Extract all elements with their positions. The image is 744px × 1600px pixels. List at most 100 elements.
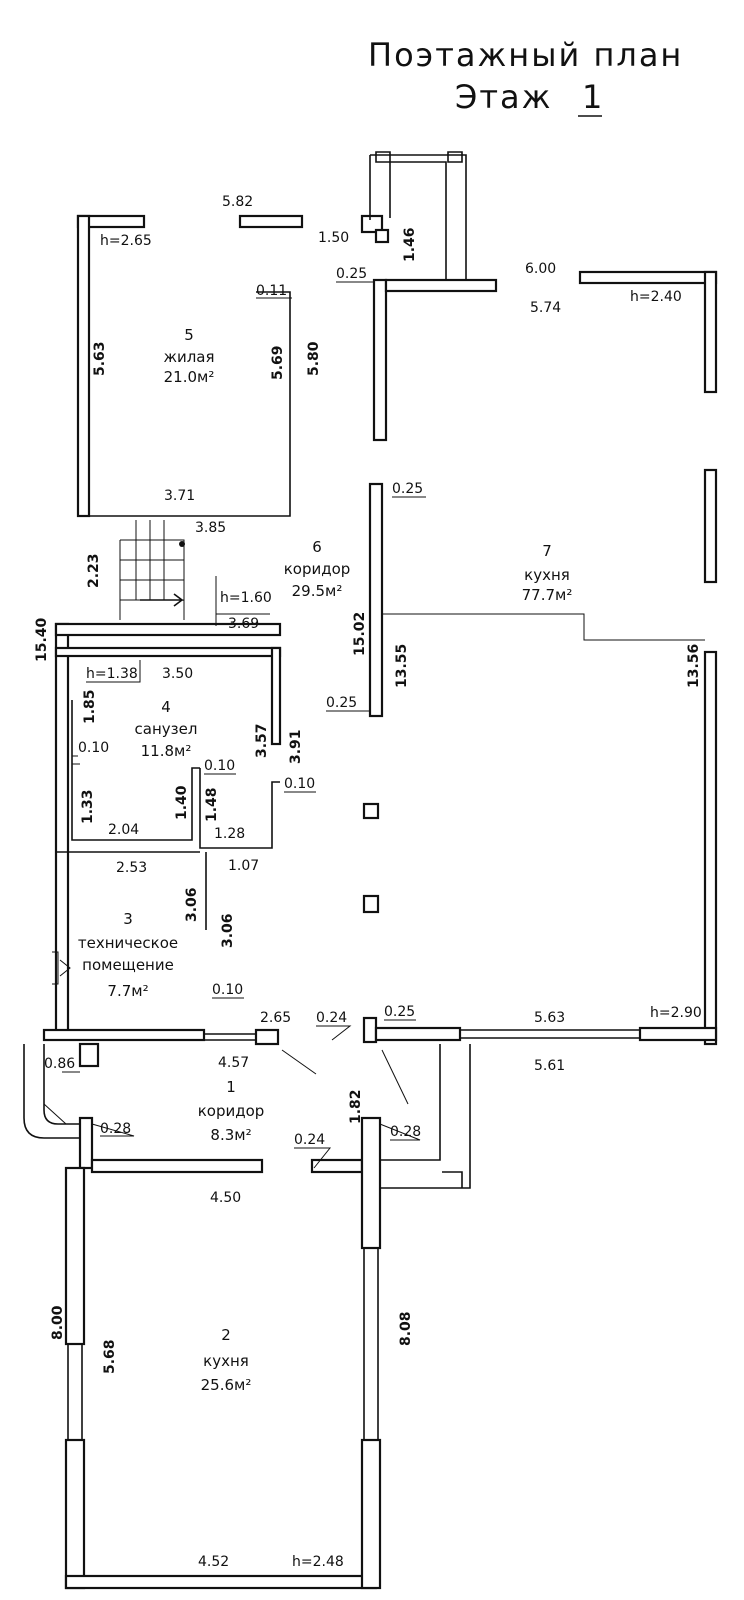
- window-opening: [67, 1248, 379, 1440]
- wall-segment: [374, 1026, 462, 1042]
- height-room7-top: h=2.40: [630, 289, 682, 305]
- dim-5-69: 5.69: [270, 345, 286, 380]
- dimension-leaders: [62, 281, 426, 1169]
- height-room4: h=1.38: [86, 666, 138, 682]
- wall-segment: [78, 1116, 94, 1170]
- wall-segment: [90, 1158, 264, 1174]
- room-1-area: 8.3м²: [210, 1126, 251, 1144]
- dim-0-10-b: 0.10: [204, 758, 235, 774]
- dim-2-65: 2.65: [260, 1010, 291, 1026]
- wall-segment: [578, 270, 718, 285]
- column: [362, 894, 380, 914]
- dimension-labels: 5.82 1.50 6.00 5.74 0.25 0.11 3.71 0.25 …: [44, 194, 565, 1570]
- room-2-name: кухня: [203, 1352, 249, 1370]
- dim-4-50: 4.50: [210, 1190, 241, 1206]
- room-7-area: 77.7м²: [522, 586, 573, 604]
- dim-0-10-d: 0.10: [212, 982, 243, 998]
- dim-1-46: 1.46: [402, 227, 418, 262]
- dim-1-40: 1.40: [174, 785, 190, 820]
- wall-segment: [360, 214, 384, 234]
- kitchen-zone-line: [382, 613, 705, 641]
- room-4-name: санузел: [135, 720, 198, 738]
- room-4-number: 4: [161, 698, 171, 716]
- dim-3-06-a: 3.06: [184, 887, 200, 922]
- room-5-name: жилая: [163, 348, 214, 366]
- wall-segment: [254, 1028, 280, 1046]
- dim-1-85: 1.85: [82, 689, 98, 724]
- height-leaders: [86, 576, 270, 683]
- dim-0-28-b: 0.28: [390, 1124, 421, 1140]
- staircase: [119, 520, 185, 620]
- meter-symbol: [52, 951, 71, 985]
- window-opening: [460, 1029, 640, 1039]
- wall-segment: [76, 214, 91, 518]
- dim-2-23: 2.23: [86, 553, 102, 588]
- dim-5-63-v: 5.63: [92, 341, 108, 376]
- room-2-number: 2: [221, 1326, 231, 1344]
- room-1-name: коридор: [198, 1102, 265, 1120]
- wall-segment: [384, 278, 498, 293]
- wall-segment: [703, 650, 718, 1046]
- dim-1-33: 1.33: [80, 789, 96, 824]
- dim-0-25-d: 0.25: [384, 1004, 415, 1020]
- height-stair: h=1.60: [220, 590, 272, 606]
- wall-segment: [54, 622, 282, 637]
- dim-13-55: 13.55: [394, 644, 410, 688]
- room-6-area: 29.5м²: [292, 582, 343, 600]
- dim-0-25-a: 0.25: [336, 266, 367, 282]
- dim-3-69: 3.69: [228, 616, 259, 632]
- dim-1-82: 1.82: [348, 1089, 364, 1124]
- dim-5-61: 5.61: [534, 1058, 565, 1074]
- wall-segment: [368, 482, 384, 718]
- dim-5-74: 5.74: [530, 300, 561, 316]
- dim-0-25-c: 0.25: [326, 695, 357, 711]
- dim-0-24-b: 0.24: [294, 1132, 325, 1148]
- room4-partition: [199, 768, 280, 849]
- floor-label: Этаж: [455, 78, 552, 116]
- wall-segment: [64, 1166, 86, 1346]
- dim-5-68: 5.68: [102, 1339, 118, 1374]
- wall-segment: [238, 214, 304, 229]
- dim-8-00: 8.00: [50, 1305, 66, 1340]
- wall-segment: [362, 1016, 378, 1044]
- wall-segment: [360, 1438, 382, 1590]
- dim-1-07: 1.07: [228, 858, 259, 874]
- room-5-number: 5: [184, 326, 194, 344]
- dim-15-40: 15.40: [34, 617, 50, 662]
- dim-2-53: 2.53: [116, 860, 147, 876]
- room-3-area: 7.7м²: [107, 982, 148, 1000]
- room-6-name: коридор: [284, 560, 351, 578]
- dim-3-91: 3.91: [288, 729, 304, 764]
- plan-title: Поэтажный план: [368, 36, 683, 74]
- wall-segment: [42, 1028, 206, 1042]
- stair-marker: [179, 541, 185, 547]
- vestibule-outline: [369, 151, 467, 285]
- dim-13-56: 13.56: [686, 644, 702, 688]
- dim-0-86: 0.86: [44, 1056, 75, 1072]
- dim-1-28: 1.28: [214, 826, 245, 842]
- dim-4-52: 4.52: [198, 1554, 229, 1570]
- dim-3-50: 3.50: [162, 666, 193, 682]
- dim-4-57: 4.57: [218, 1055, 249, 1071]
- column: [362, 802, 380, 820]
- height-room7-bottom: h=2.90: [650, 1005, 702, 1021]
- door-swing: [381, 1049, 409, 1105]
- side-ramp: [380, 1044, 471, 1189]
- dim-0-24-a: 0.24: [316, 1010, 347, 1026]
- wall-segment: [78, 1042, 100, 1068]
- room-1-number: 1: [226, 1078, 236, 1096]
- dim-5-63-h: 5.63: [534, 1010, 565, 1026]
- wall-segment: [270, 646, 282, 746]
- dim-0-10-c: 0.10: [284, 776, 315, 792]
- room-3-number: 3: [123, 910, 133, 928]
- dim-3-71: 3.71: [164, 488, 195, 504]
- room-5-area: 21.0м²: [164, 368, 215, 386]
- dim-3-57: 3.57: [254, 723, 270, 758]
- dim-15-02: 15.02: [352, 612, 368, 656]
- dim-0-28-a: 0.28: [100, 1121, 131, 1137]
- wall-segment: [703, 270, 718, 394]
- wall-segment: [374, 228, 390, 244]
- room-7-name: кухня: [524, 566, 570, 584]
- room5-partition: [89, 291, 291, 517]
